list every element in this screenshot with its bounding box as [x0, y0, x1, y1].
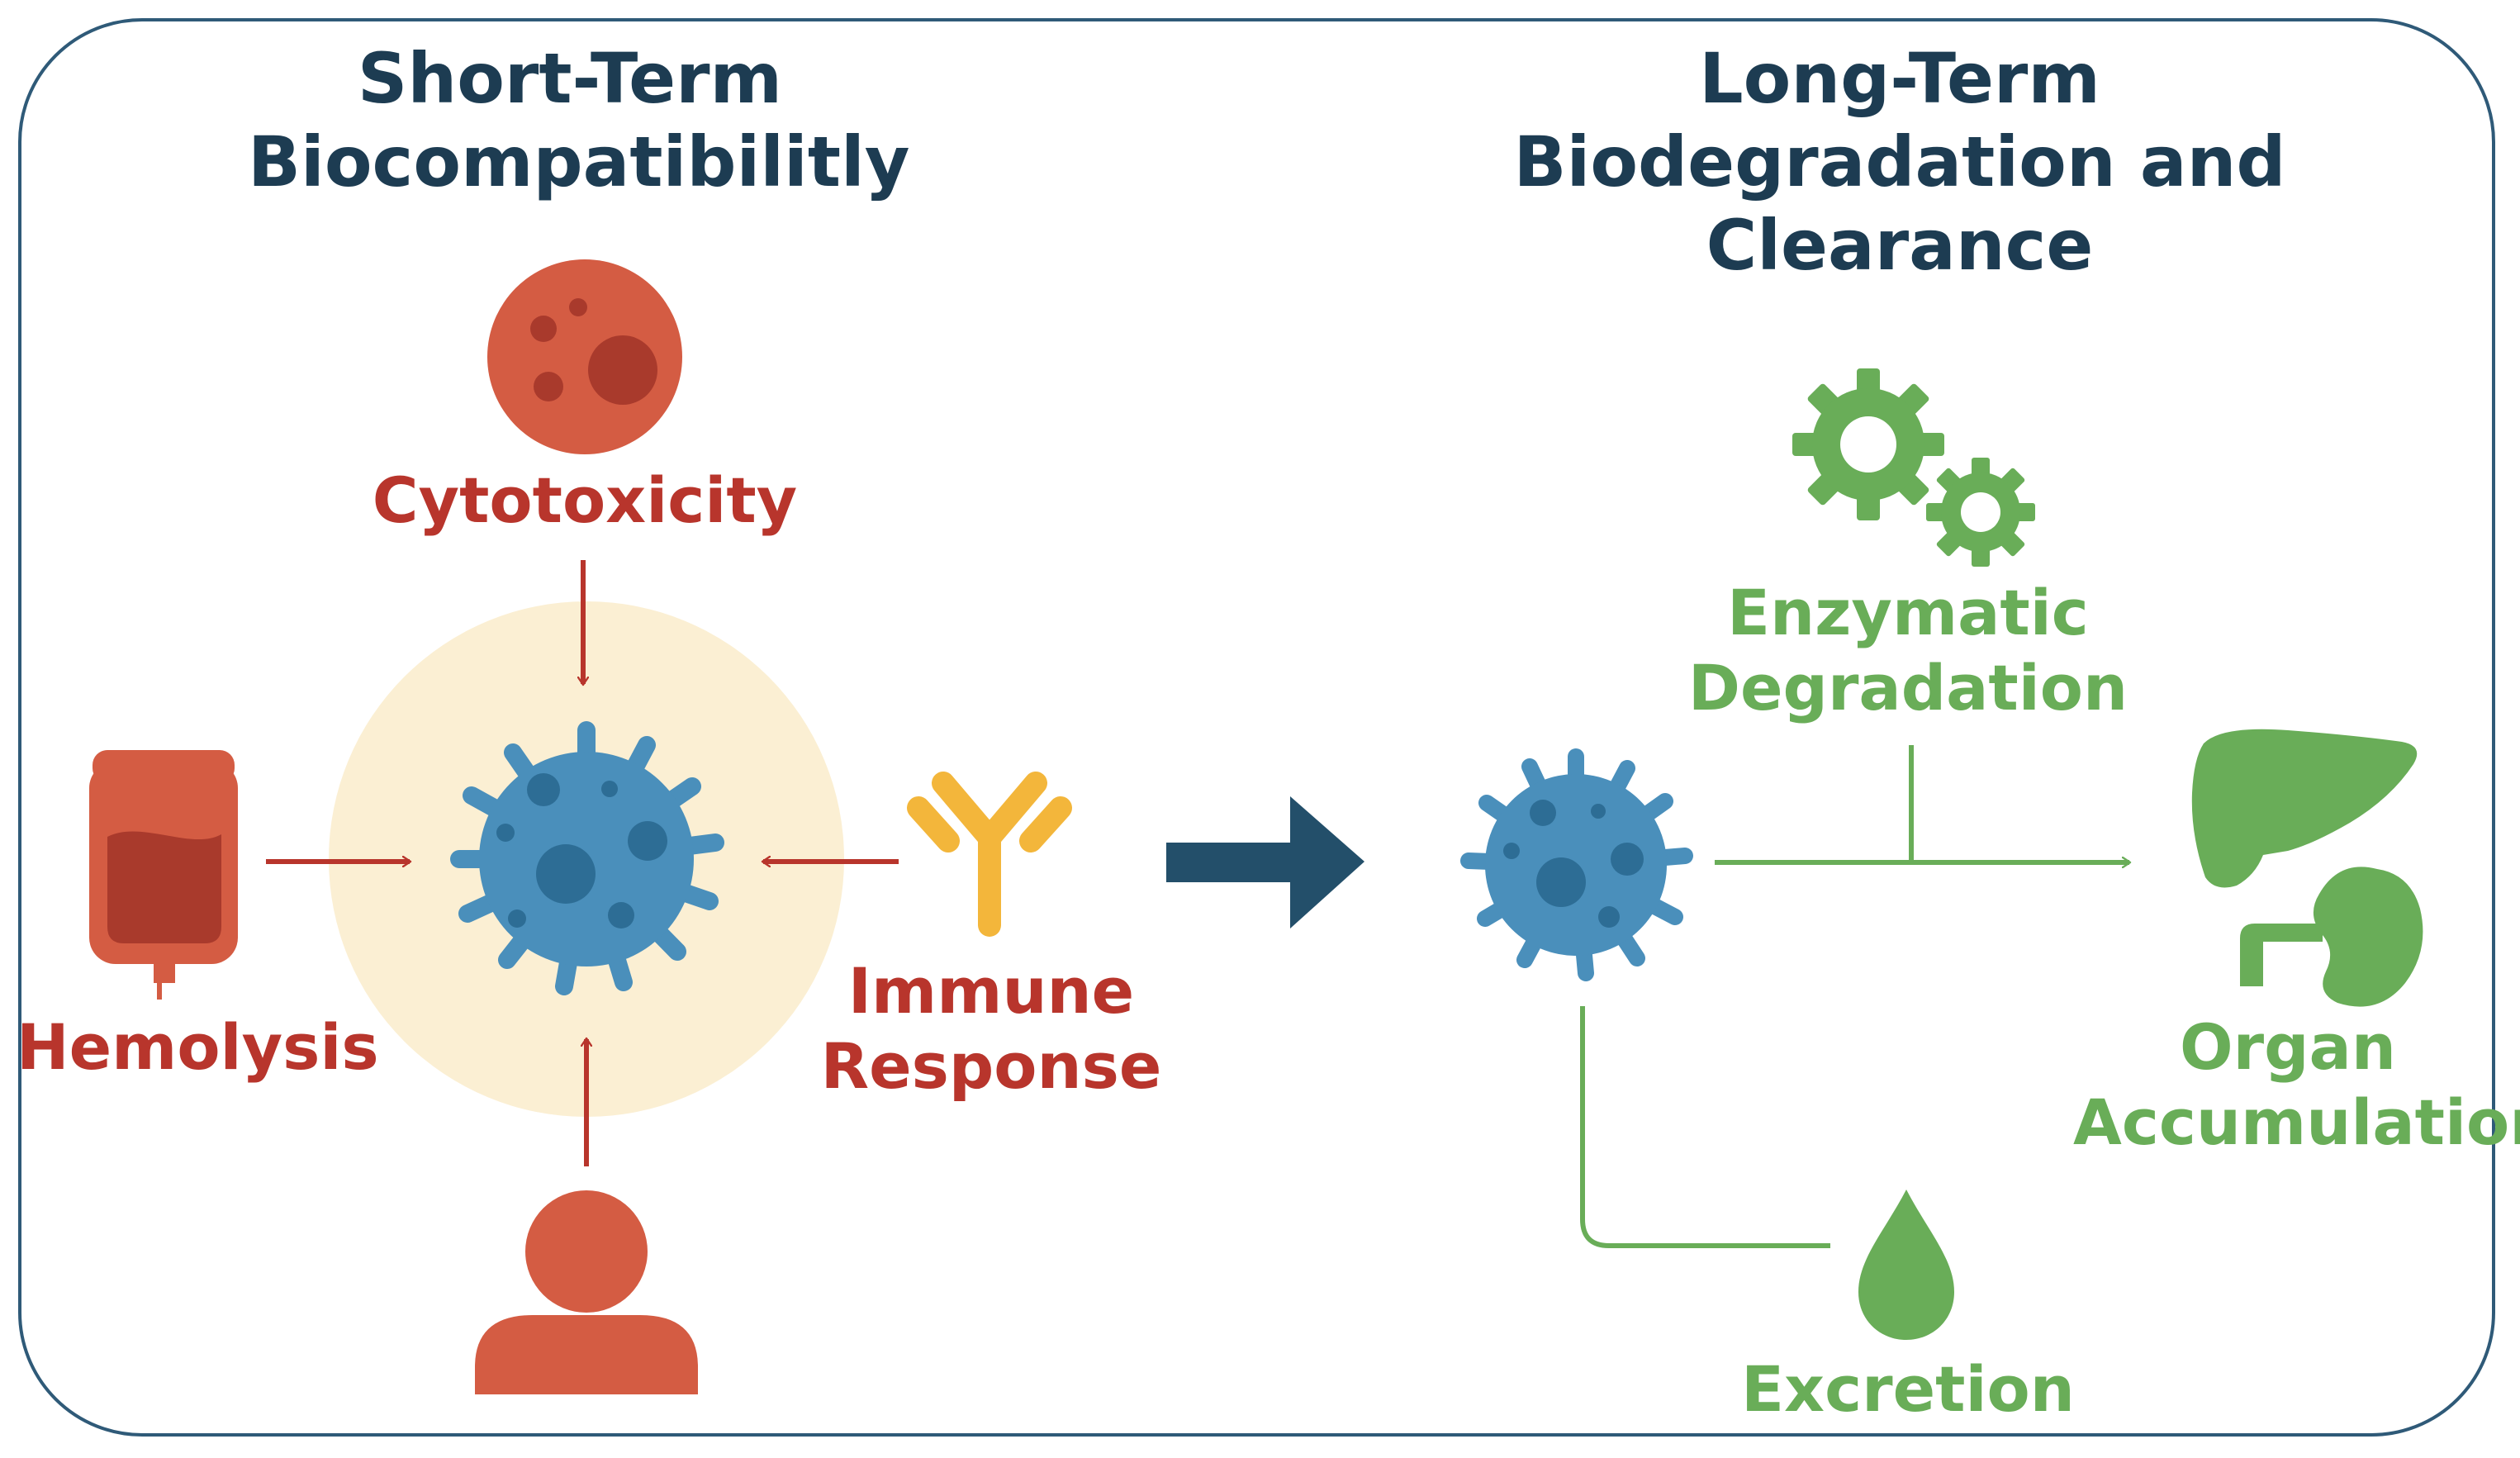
person-icon — [475, 1190, 698, 1394]
nanoparticle-icon-right — [1460, 748, 1693, 981]
label-organ-accumulation: Organ Accumulation — [2073, 1009, 2520, 1160]
right-title-line1: Long-Term — [1699, 38, 2100, 119]
blood-bag-icon — [89, 750, 238, 1000]
droplet-icon — [1858, 1190, 1954, 1340]
nanoparticle-icon — [450, 721, 724, 995]
cell-icon — [487, 259, 682, 454]
label-cytotoxicity: Cytotoxicity — [372, 463, 798, 537]
excretion-connector — [1580, 1006, 1830, 1248]
liver-icon — [2191, 729, 2418, 888]
label-immune-line1: Immune — [847, 954, 1135, 1028]
label-organ-line2: Accumulation — [2073, 1085, 2520, 1160]
right-title-line2: Biodegradation and — [1513, 121, 2286, 202]
left-title-line1: Short-Term — [357, 38, 783, 119]
label-organ-line1: Organ — [2180, 1010, 2396, 1084]
transition-arrow — [1166, 796, 1364, 928]
label-enzymatic-line1: Enzymatic — [1727, 576, 2089, 649]
antibody-icon — [907, 772, 1072, 937]
label-excretion: Excretion — [1741, 1352, 2075, 1426]
label-hemolysis: Hemolysis — [17, 1010, 379, 1084]
label-immune-line2: Response — [820, 1029, 1162, 1104]
left-title: Short-Term Biocompatibilitly — [248, 37, 910, 204]
right-title: Long-Term Biodegradation and Clearance — [1470, 37, 2329, 287]
label-enzymatic-degradation: Enzymatic Degradation — [1652, 575, 2164, 725]
kidney-icon — [2240, 867, 2423, 1007]
right-title-line3: Clearance — [1706, 204, 2094, 286]
label-immune-response: Immune Response — [793, 953, 1189, 1104]
label-enzymatic-line2: Degradation — [1687, 651, 2128, 725]
gears-icon — [1792, 368, 2035, 567]
left-title-line2: Biocompatibilitly — [248, 121, 910, 202]
